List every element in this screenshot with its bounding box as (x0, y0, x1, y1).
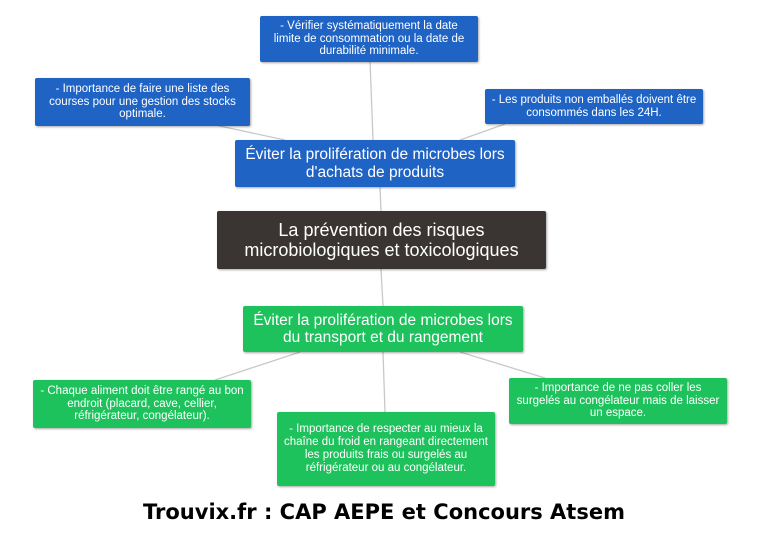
leaf-text: - Vérifier systématiquement la date limi… (273, 19, 465, 58)
leaf-text: - Chaque aliment doit être rangé au bon … (40, 384, 244, 423)
branch-label: Éviter la prolifération de microbes lors… (253, 311, 513, 346)
leaf-shopping-list: - Importance de faire une liste des cour… (35, 78, 250, 126)
leaf-text: - Importance de respecter au mieux la ch… (284, 423, 488, 474)
footer-caption: Trouvix.fr : CAP AEPE et Concours Atsem (143, 500, 625, 524)
root-node: La prévention des risques microbiologiqu… (217, 211, 546, 269)
root-label: La prévention des risques microbiologiqu… (244, 219, 519, 260)
leaf-cold-chain: - Importance de respecter au mieux la ch… (277, 412, 495, 486)
branch-transport-storage: Éviter la prolifération de microbes lors… (243, 306, 523, 352)
leaf-text: - Importance de ne pas coller les surgel… (516, 381, 720, 420)
leaf-check-expiry-date: - Vérifier systématiquement la date limi… (260, 16, 478, 62)
leaf-text: - Importance de faire une liste des cour… (49, 82, 236, 121)
leaf-freezer-spacing: - Importance de ne pas coller les surgel… (509, 378, 727, 424)
branch-label: Éviter la prolifération de microbes lors… (245, 146, 505, 181)
leaf-unpackaged-products: - Les produits non emballés doivent être… (485, 89, 703, 124)
leaf-text: - Les produits non emballés doivent être… (491, 93, 697, 119)
leaf-proper-storage-place: - Chaque aliment doit être rangé au bon … (33, 380, 251, 428)
branch-purchases: Éviter la prolifération de microbes lors… (235, 140, 515, 187)
